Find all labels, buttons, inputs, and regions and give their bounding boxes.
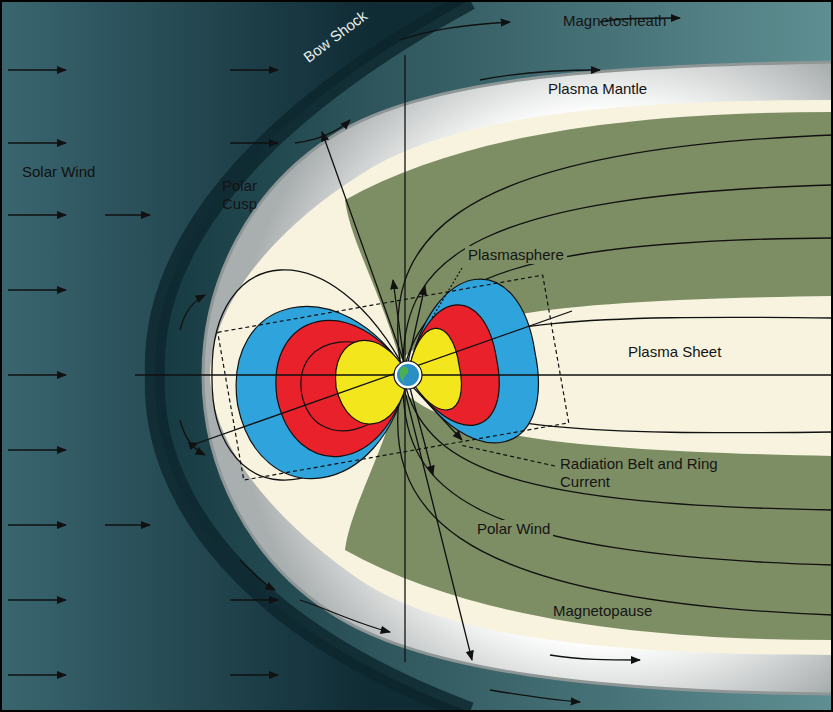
region-name: Radiation Belt and Ring Current (560, 455, 725, 491)
region-name: Polar Cusp (222, 177, 282, 213)
region-name: Solar Wind (22, 163, 95, 181)
boundary-name: Magnetopause (553, 602, 652, 620)
region-name: Plasma Sheet (628, 343, 721, 361)
region-name: Polar Wind (474, 520, 553, 538)
region-name: Magnetosheath (563, 12, 666, 30)
region-name: Plasmasphere (465, 246, 567, 264)
region-name: Plasma Mantle (548, 80, 647, 98)
